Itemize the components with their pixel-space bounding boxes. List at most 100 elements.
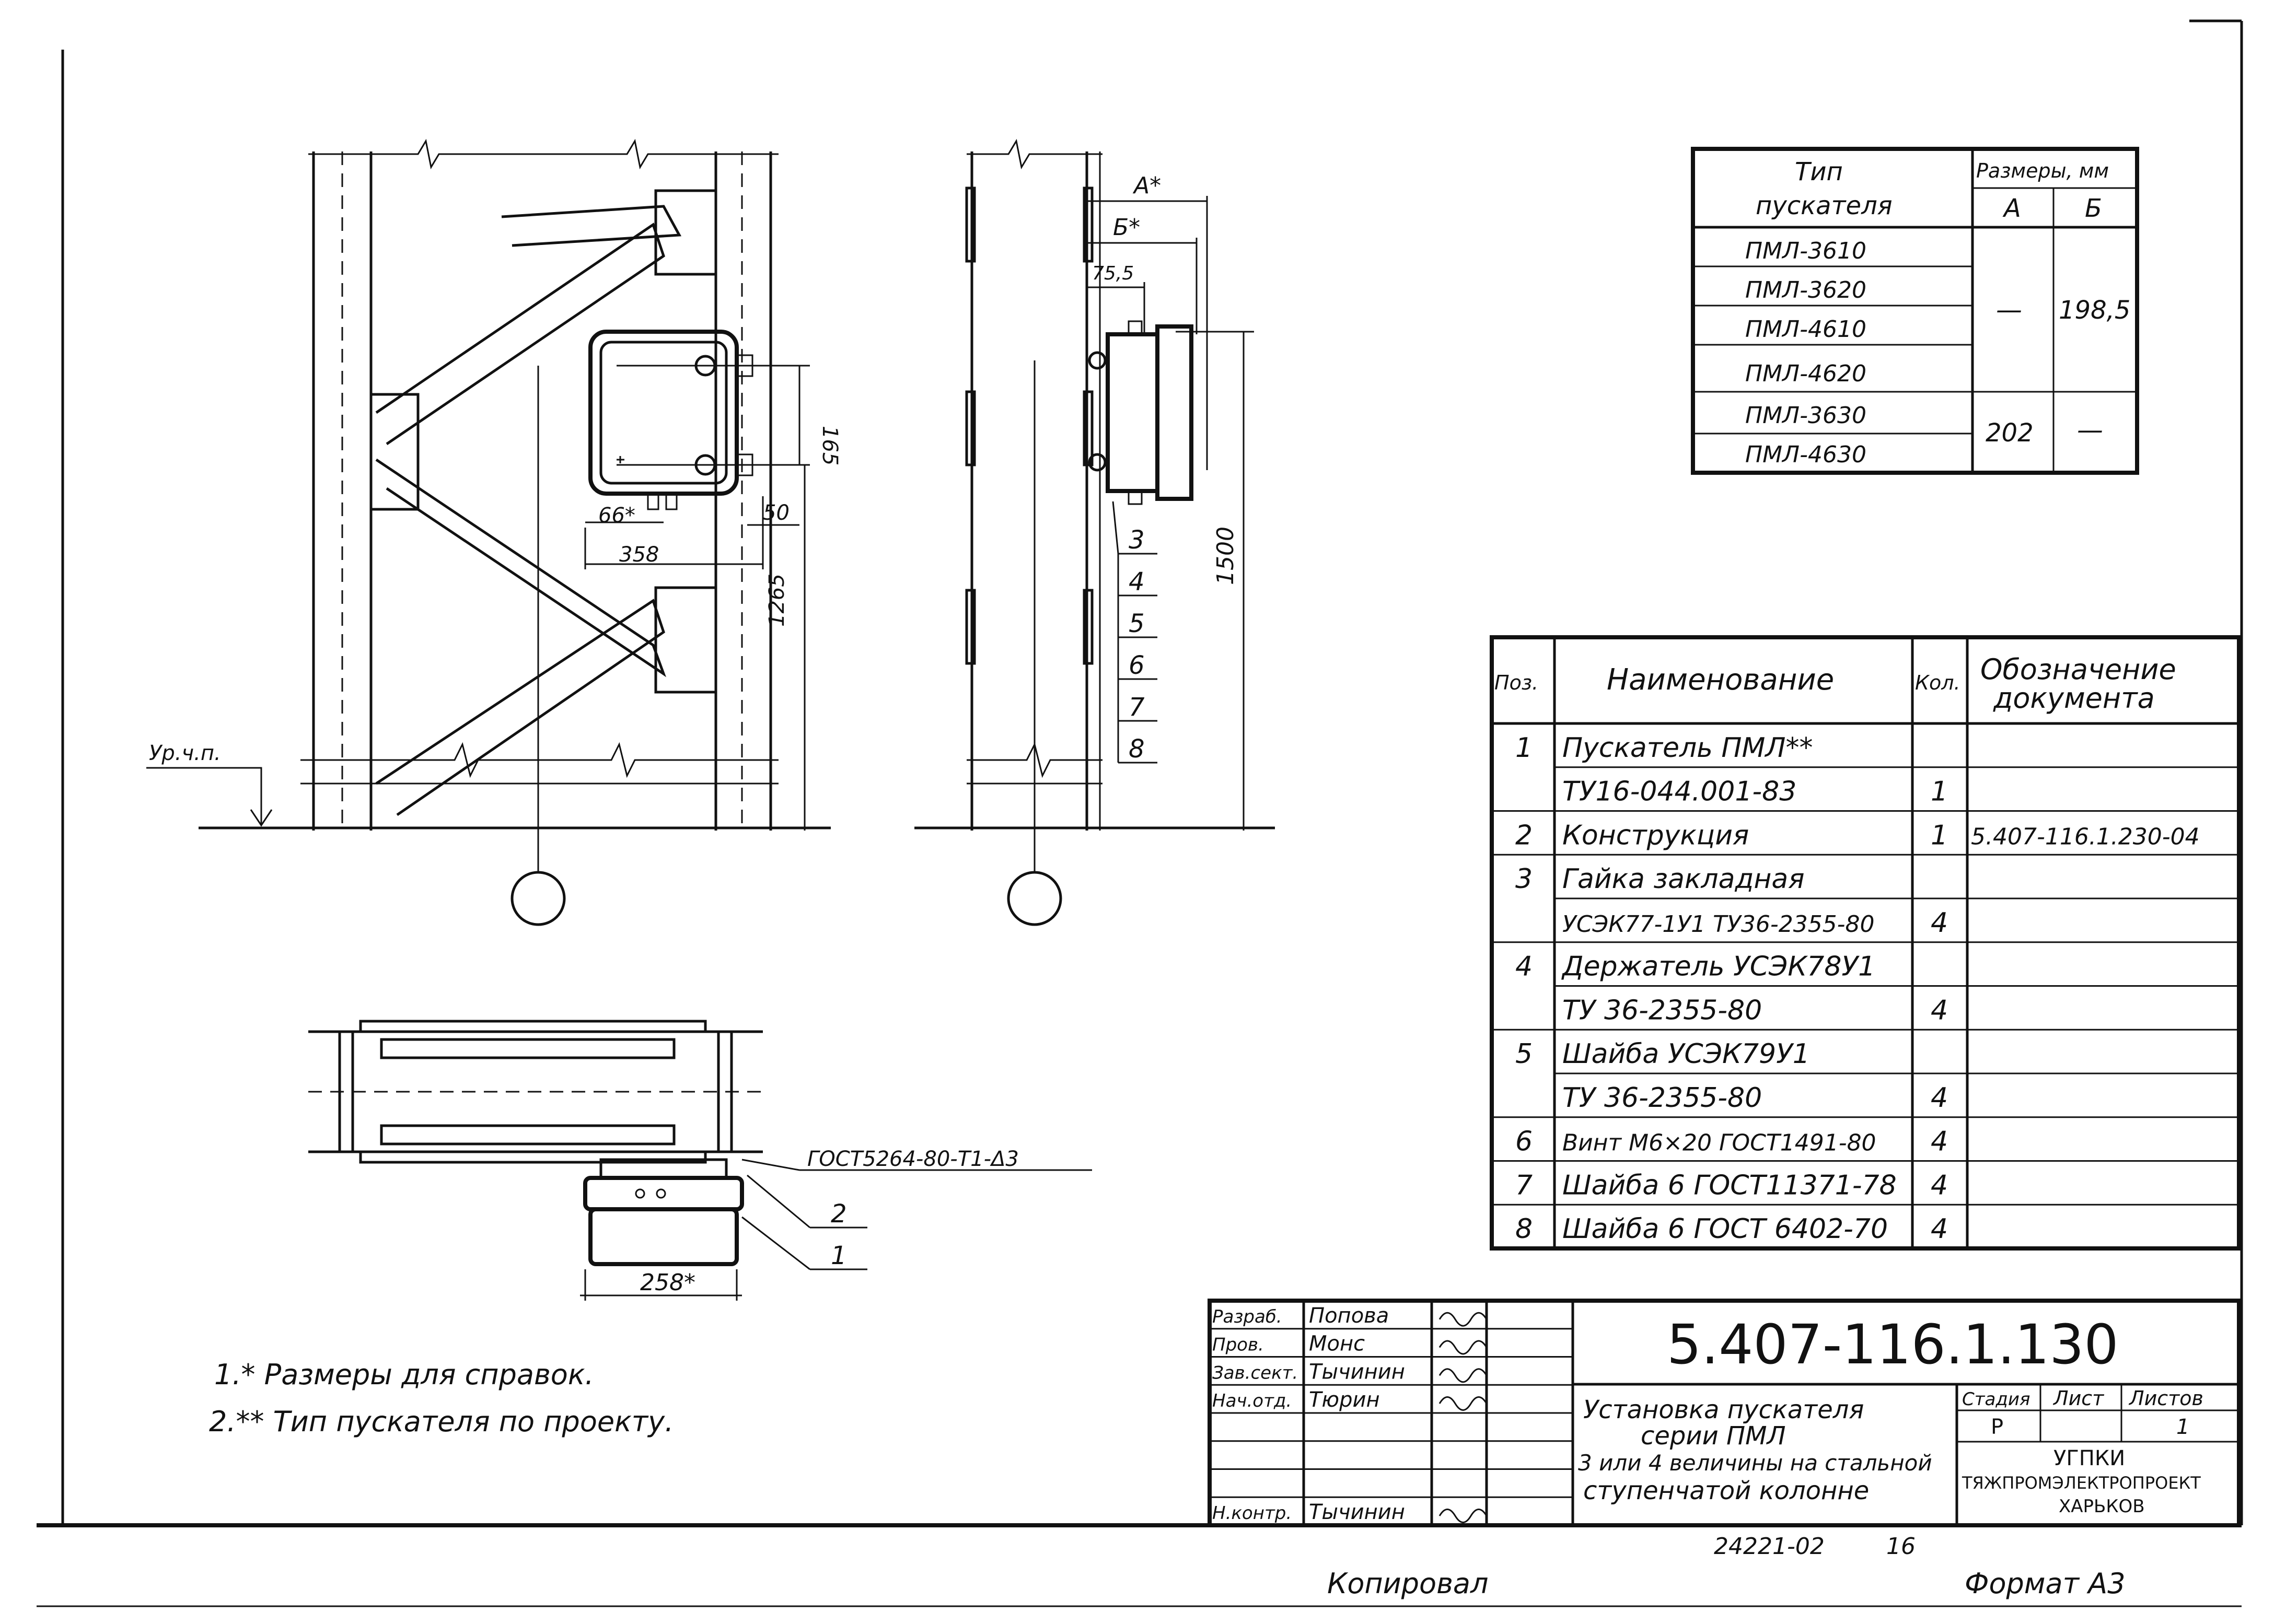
doc-number: 5.407-116.1.130 bbox=[1667, 1313, 2119, 1376]
spec-row-pos: 8 bbox=[1515, 1213, 1533, 1245]
spec-row-pos: 3 bbox=[1515, 863, 1533, 895]
starter-header-type-2: пускателя bbox=[1756, 191, 1893, 220]
callout-plan-1: 1 bbox=[831, 1241, 847, 1270]
starter-group2-b: — bbox=[2077, 415, 2103, 445]
spec-row-pos: 1 bbox=[1515, 732, 1533, 764]
note-2: 2.** Тип пускателя по проекту. bbox=[209, 1405, 674, 1438]
signature-mark bbox=[1438, 1340, 1488, 1355]
side-view bbox=[914, 138, 1275, 926]
signature-mark bbox=[1438, 1396, 1488, 1411]
spec-row-pos: 2 bbox=[1515, 820, 1533, 851]
spec-row-lines bbox=[1492, 766, 2239, 1206]
note-1: 1.* Размеры для справок. bbox=[214, 1358, 594, 1391]
title-person: Тычинин bbox=[1309, 1500, 1405, 1524]
spec-row-qty: 4 bbox=[1931, 907, 1948, 939]
title-person: Монс bbox=[1309, 1332, 1365, 1356]
spec-row-pos: 5 bbox=[1515, 1038, 1533, 1070]
spec-header-doc-1: Обозначение bbox=[1980, 653, 2176, 686]
callout-8: 8 bbox=[1129, 734, 1145, 764]
spec-header-name: Наименование bbox=[1607, 663, 1834, 697]
sheets-value: 1 bbox=[2176, 1415, 2189, 1439]
org-line-1: УГПКИ bbox=[2053, 1446, 2125, 1470]
spec-row-pos: 6 bbox=[1515, 1126, 1533, 1158]
starter-header-a: А bbox=[2002, 194, 2021, 223]
callout-6: 6 bbox=[1129, 651, 1145, 680]
starter-header-type-1: Тип bbox=[1795, 157, 1843, 186]
callout-5: 5 bbox=[1129, 609, 1145, 638]
dim-258: 258* bbox=[640, 1269, 695, 1296]
title-line-3: 3 или 4 величины на стальной bbox=[1578, 1450, 1932, 1476]
starter-header-sizes: Размеры, мм bbox=[1976, 159, 2109, 182]
plan-view bbox=[308, 1020, 1092, 1301]
spec-row-doc: 5.407-116.1.230-04 bbox=[1971, 823, 2200, 850]
signature-mark bbox=[1438, 1368, 1488, 1383]
page-number: 16 bbox=[1886, 1533, 1916, 1560]
starter-row-5: ПМЛ-3630 bbox=[1745, 402, 1866, 429]
dim-358: 358 bbox=[619, 543, 659, 567]
spec-row-name: Пускатель ПМЛ** bbox=[1562, 732, 1813, 764]
starter-group1-b: 198,5 bbox=[2059, 296, 2130, 325]
spec-row-qty: 1 bbox=[1931, 776, 1948, 808]
spec-header-pos: Поз. bbox=[1494, 671, 1538, 694]
title-line-4: ступенчатой колонне bbox=[1583, 1476, 1869, 1505]
archive-number: 24221-02 bbox=[1714, 1533, 1825, 1560]
callout-7: 7 bbox=[1129, 693, 1145, 722]
spec-row-name: ТУ 36-2355-80 bbox=[1562, 1082, 1762, 1114]
sheet-label: Лист bbox=[2052, 1387, 2105, 1410]
spec-row-name: Шайба 6 ГОСТ 6402-70 bbox=[1562, 1213, 1888, 1245]
level-mark: Ур.ч.п. bbox=[149, 741, 221, 765]
dim-a-star: А* bbox=[1132, 172, 1161, 199]
starter-row-2: ПМЛ-3620 bbox=[1745, 277, 1866, 303]
title-role: Нач.отд. bbox=[1212, 1391, 1292, 1411]
title-role: Разраб. bbox=[1212, 1306, 1282, 1327]
org-line-2: ТЯЖПРОМЭЛЕКТРОПРОЕКТ bbox=[1962, 1473, 2201, 1493]
starter-header-b: Б bbox=[2085, 194, 2102, 223]
spec-row-pos: 7 bbox=[1515, 1170, 1533, 1201]
starter-row-6: ПМЛ-4630 bbox=[1745, 441, 1866, 468]
starter-row-3: ПМЛ-4610 bbox=[1745, 316, 1866, 343]
spec-header-qty: Кол. bbox=[1915, 671, 1960, 694]
spec-row-name: Винт М6×20 ГОСТ1491-80 bbox=[1562, 1130, 1876, 1156]
spec-row-name: Держатель УСЭК78У1 bbox=[1561, 951, 1875, 983]
front-view bbox=[146, 138, 831, 926]
stage-value: Р bbox=[1991, 1415, 2003, 1439]
spec-row-name: Шайба УСЭК79У1 bbox=[1562, 1038, 1810, 1070]
format-label: Формат А3 bbox=[1965, 1567, 2126, 1600]
title-line-1: Установка пускателя bbox=[1583, 1395, 1864, 1424]
dim-75: 75,5 bbox=[1092, 263, 1134, 284]
title-role: Зав.сект. bbox=[1212, 1362, 1298, 1383]
spec-row-name: ТУ16-044.001-83 bbox=[1562, 776, 1796, 808]
starter-group2-a: 202 bbox=[1986, 418, 2034, 448]
dim-b-star: Б* bbox=[1113, 214, 1140, 241]
title-person: Попова bbox=[1309, 1304, 1389, 1328]
callout-4: 4 bbox=[1129, 567, 1145, 597]
callout-plan-2: 2 bbox=[831, 1199, 847, 1229]
spec-rows: 1 Пускатель ПМЛ** ТУ16-044.001-83 1 2 Констру… bbox=[1515, 732, 2200, 1245]
stage-label: Стадия bbox=[1962, 1389, 2030, 1410]
org-line-3: ХАРЬКОВ bbox=[2059, 1496, 2145, 1517]
spec-row-qty: 4 bbox=[1931, 1082, 1948, 1114]
spec-row-qty: 4 bbox=[1931, 1170, 1948, 1201]
title-person: Тюрин bbox=[1309, 1388, 1380, 1412]
signature-mark bbox=[1438, 1312, 1488, 1327]
spec-row-pos: 4 bbox=[1515, 951, 1533, 983]
spec-row-name: Конструкция bbox=[1562, 820, 1749, 851]
spec-row-name: УСЭК77-1У1 ТУ36-2355-80 bbox=[1562, 911, 1875, 938]
spec-row-qty: 1 bbox=[1931, 820, 1948, 851]
spec-row-qty: 4 bbox=[1931, 1213, 1948, 1245]
callout-3: 3 bbox=[1129, 525, 1145, 555]
title-role: Пров. bbox=[1212, 1335, 1264, 1356]
dim-1265: 1265 bbox=[765, 574, 789, 627]
starter-group1-a: — bbox=[1996, 295, 2022, 325]
spec-row-qty: 4 bbox=[1931, 995, 1948, 1026]
sheets-label: Листов bbox=[2128, 1387, 2203, 1410]
dim-1500: 1500 bbox=[1212, 527, 1239, 585]
title-person: Тычинин bbox=[1309, 1360, 1405, 1384]
copied-label: Копировал bbox=[1327, 1567, 1489, 1600]
title-role: Н.контр. bbox=[1212, 1503, 1292, 1524]
starter-row-1: ПМЛ-3610 bbox=[1745, 238, 1866, 264]
spec-row-qty: 4 bbox=[1931, 1126, 1948, 1158]
weld-note: ГОСТ5264-80-Т1-Δ3 bbox=[807, 1147, 1019, 1171]
spec-row-name: Гайка закладная bbox=[1562, 863, 1805, 895]
